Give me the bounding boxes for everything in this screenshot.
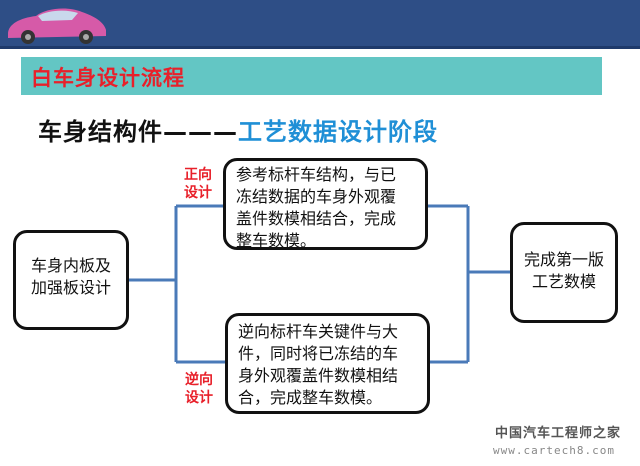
forward-box-line: 冻结数据的车身外观覆 — [236, 187, 397, 206]
reverse-label-line: 逆向 — [185, 372, 213, 388]
forward-box-line: 盖件数模相结合，完成 — [236, 209, 397, 228]
watermark-url: www.cartech8.com — [493, 444, 615, 457]
start-box-line: 车身内板及 — [30, 256, 111, 275]
forward-design-label: 正向 设计 — [180, 166, 216, 202]
heading-part-b: 工艺数据设计阶段 — [238, 118, 438, 146]
forward-label-line: 正向 — [184, 167, 212, 183]
reverse-box-line: 身外观覆盖件数模相结 — [238, 366, 399, 385]
reverse-box-line: 逆向标杆车关键件与大 — [238, 322, 399, 341]
car-logo-icon — [8, 8, 106, 44]
forward-label-line: 设计 — [184, 185, 212, 201]
reverse-box-line: 件，同时将已冻结的车 — [238, 344, 399, 363]
end-box-line: 工艺数模 — [531, 272, 596, 291]
reverse-design-box: 逆向标杆车关键件与大 件，同时将已冻结的车 身外观覆盖件数模相结 合，完成整车数… — [225, 313, 430, 414]
section-title: 白车身设计流程 — [31, 66, 185, 90]
reverse-label-line: 设计 — [185, 390, 213, 406]
reverse-box-line: 合，完成整车数模。 — [238, 388, 383, 407]
top-banner — [0, 0, 640, 49]
page-heading: 车身结构件———工艺数据设计阶段 — [38, 112, 438, 147]
forward-box-line: 整车数模。 — [236, 231, 317, 250]
reverse-design-label: 逆向 设计 — [181, 371, 217, 407]
start-box-line: 加强板设计 — [30, 278, 111, 297]
end-box-line: 完成第一版 — [523, 250, 604, 269]
section-title-band: 白车身设计流程 — [21, 57, 602, 95]
forward-design-box: 参考标杆车结构，与已 冻结数据的车身外观覆 盖件数模相结合，完成 整车数模。 — [223, 158, 428, 250]
heading-part-a: 车身结构件——— — [38, 118, 238, 146]
forward-box-line: 参考标杆车结构，与已 — [236, 165, 397, 184]
end-box: 完成第一版 工艺数模 — [510, 222, 618, 323]
watermark-brand: 中国汽车工程师之家 — [495, 426, 622, 441]
start-box: 车身内板及 加强板设计 — [13, 230, 129, 330]
